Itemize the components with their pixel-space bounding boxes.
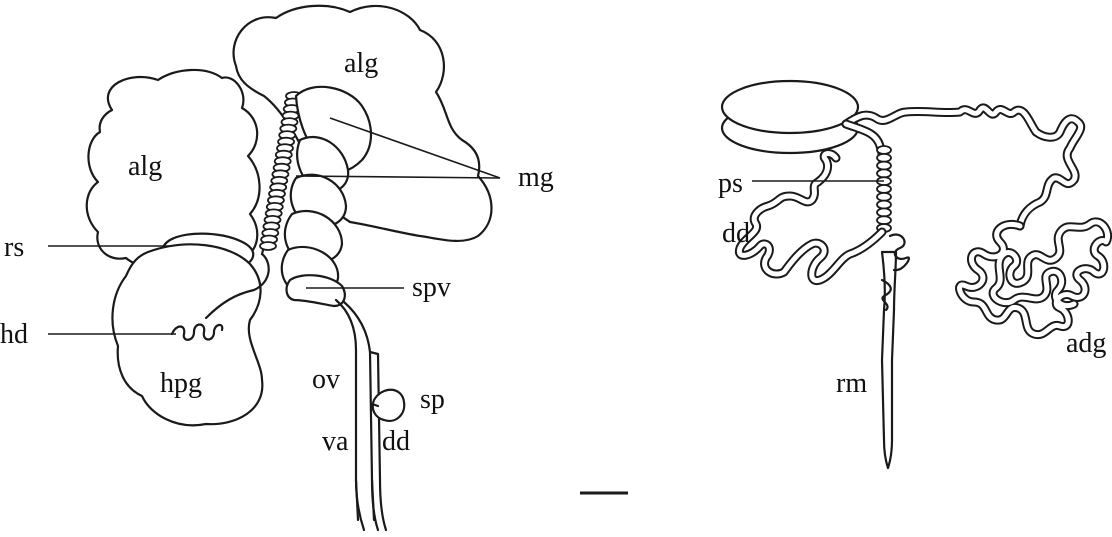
label-va: va bbox=[322, 426, 349, 457]
sheath-ring bbox=[877, 208, 891, 216]
label-dd: dd bbox=[382, 426, 410, 457]
label-spv: spv bbox=[412, 272, 451, 303]
deferent-duct-outer bbox=[739, 154, 882, 281]
disc-organ-upper bbox=[722, 81, 858, 133]
vagina-wall bbox=[356, 480, 374, 520]
sheath-ring bbox=[877, 201, 891, 209]
label-rm: rm bbox=[836, 368, 867, 399]
sheath-ring bbox=[877, 169, 891, 177]
sheath-ring bbox=[877, 193, 891, 201]
oviduct bbox=[336, 300, 364, 530]
label-rs: rs bbox=[4, 232, 24, 263]
sheath-ring bbox=[877, 216, 891, 224]
penis-sheath-coil bbox=[877, 146, 891, 232]
sheath-ring bbox=[877, 154, 891, 162]
label-ov: ov bbox=[312, 364, 340, 395]
accessory-gland-mass-inner bbox=[960, 222, 1108, 335]
label-sp: sp bbox=[420, 384, 445, 415]
sheath-ring bbox=[877, 185, 891, 193]
left-panel: alg alg mg rs spv hd hpg ov sp va dd bbox=[0, 6, 554, 530]
label-hd: hd bbox=[0, 319, 28, 350]
label-alg-top: alg bbox=[344, 48, 378, 79]
label-alg-left: alg bbox=[128, 151, 162, 182]
sheath-ring bbox=[877, 162, 891, 170]
label-adg: adg bbox=[1066, 328, 1106, 359]
coil-ring bbox=[260, 242, 276, 250]
label-dd-right: dd bbox=[722, 218, 750, 249]
label-hpg: hpg bbox=[160, 368, 202, 399]
label-ps: ps bbox=[718, 168, 743, 199]
right-panel: ps dd rm adg bbox=[718, 81, 1108, 468]
sheath-ring bbox=[877, 146, 891, 154]
label-mg: mg bbox=[518, 162, 554, 193]
